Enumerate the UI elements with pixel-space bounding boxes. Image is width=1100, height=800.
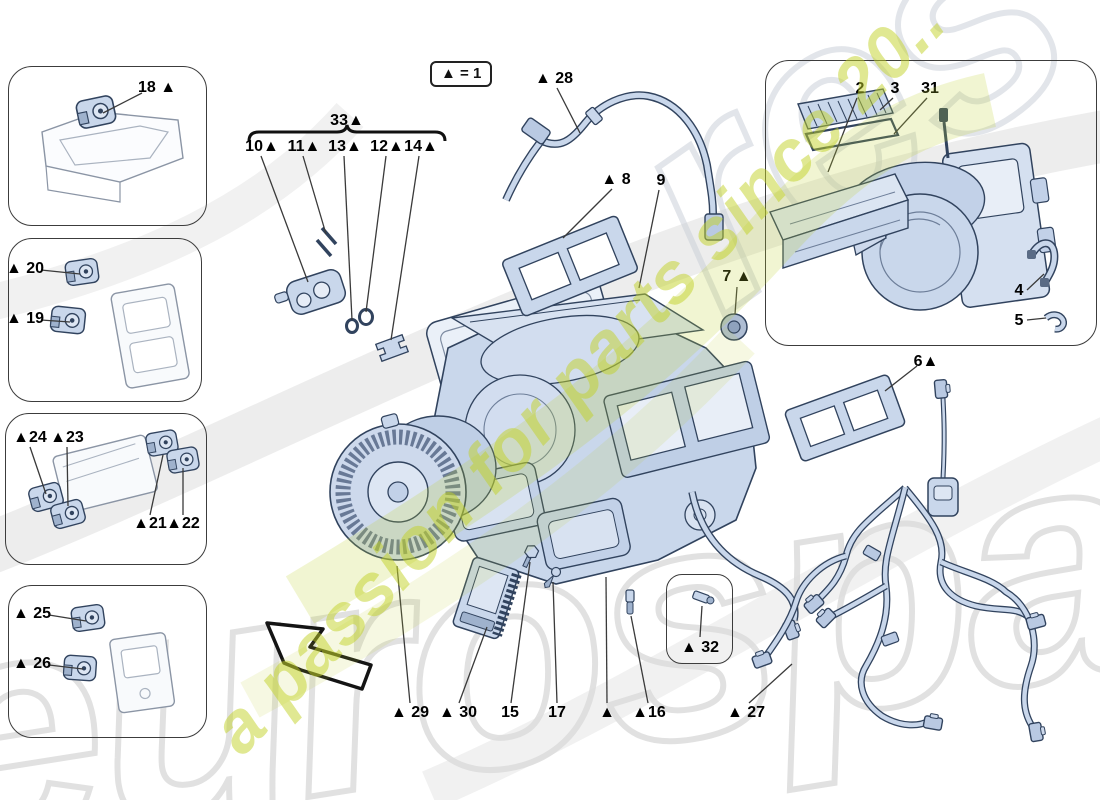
callout-32[interactable]: ▲ 32 [680,639,720,656]
grommet-7-drawing [720,313,748,341]
expansion-valve-drawing [274,226,410,363]
screw-17-drawing [543,566,562,589]
callout-18[interactable]: 18 ▲ [137,79,177,96]
inset-panel-right-unit [765,60,1097,346]
direction-arrow [265,621,373,691]
callout-14[interactable]: 14▲ [404,138,438,155]
callout-21[interactable]: ▲21 [133,515,167,532]
callout-12[interactable]: 12▲ [370,138,404,155]
callout-33[interactable]: 33▲ [330,112,364,129]
callout-19[interactable]: ▲ 19 [5,310,45,327]
inset-panel-19-20 [8,238,202,402]
callout-16[interactable]: ▲16 [632,704,666,721]
callout-11[interactable]: 11▲ [287,138,321,155]
bolt-15-drawing [522,545,540,569]
blower-resistor-drawing [452,556,522,640]
gasket-6-drawing [784,374,906,462]
callout-30[interactable]: ▲ 30 [438,704,478,721]
callout-27[interactable]: ▲ 27 [726,704,766,721]
callout-25[interactable]: ▲ 25 [12,605,52,622]
callout-26[interactable]: ▲ 26 [12,655,52,672]
callout-23[interactable]: ▲23 [50,429,84,446]
inset-panel-18 [8,66,207,226]
legend-box: ▲ = 1 [430,61,493,87]
callout-triangle[interactable]: ▲ [599,704,615,721]
callout-20[interactable]: ▲ 20 [5,260,45,277]
callout-15[interactable]: 15 [501,704,519,721]
callout-3[interactable]: 3 [890,80,900,97]
sensor-16-drawing [625,589,635,615]
callout-17[interactable]: 17 [548,704,566,721]
inset-panel-25-26 [8,585,207,738]
callout-5[interactable]: 5 [1014,312,1024,329]
gasket-8-drawing [502,215,638,317]
callout-8[interactable]: ▲ 8 [601,171,631,188]
inset-panel-21-24 [5,413,207,565]
callout-13[interactable]: 13▲ [328,138,362,155]
callout-2[interactable]: 2 [855,80,865,97]
callout-22[interactable]: ▲22 [166,515,200,532]
callout-6[interactable]: 6▲ [913,353,939,370]
callout-7[interactable]: 7 ▲ [722,268,752,285]
main-assembly-drawing [425,277,804,642]
callout-4[interactable]: 4 [1014,282,1024,299]
harness-28-drawing [502,91,724,241]
callout-28[interactable]: ▲ 28 [534,70,574,87]
callout-29[interactable]: ▲ 29 [390,704,430,721]
legend-text: ▲ = 1 [441,65,482,82]
blower-motor-drawing [329,413,497,561]
callout-9[interactable]: 9 [656,172,666,189]
harness-27-drawing [749,378,1048,743]
callout-10[interactable]: 10▲ [245,138,279,155]
callout-24[interactable]: ▲24 [13,429,47,446]
callout-31[interactable]: 31 [921,80,939,97]
